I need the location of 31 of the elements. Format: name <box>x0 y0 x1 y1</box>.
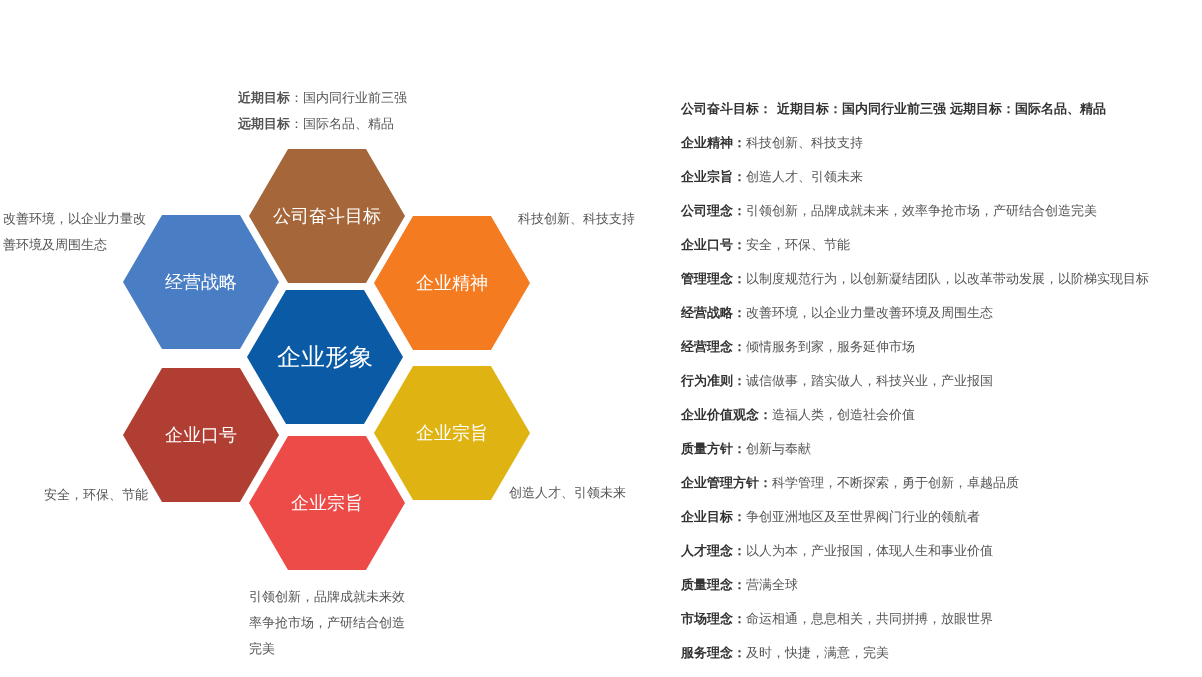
list-item: 经营理念：倾情服务到家，服务延伸市场 <box>681 338 915 356</box>
list-item: 企业宗旨：创造人才、引领未来 <box>681 168 863 186</box>
list-item: 企业目标：争创亚洲地区及至世界阀门行业的领航者 <box>681 508 980 526</box>
list-item: 行为准则：诚信做事，踏实做人，科技兴业，产业报国 <box>681 372 993 390</box>
caption-text: 引领创新，品牌成就未来效率争抢市场，产研结合创造完美 <box>249 588 406 658</box>
hexagon-label: 企业宗旨 <box>290 491 364 515</box>
list-item: 企业口号：安全，环保、节能 <box>681 236 850 254</box>
hexagon-label: 公司奋斗目标 <box>272 204 382 228</box>
caption-text: 近期目标：国内同行业前三强 <box>238 89 408 107</box>
caption-text: 改善环境，以企业力量改善环境及周围生态 <box>3 210 147 254</box>
list-item: 人才理念：以人为本，产业报国，体现人生和事业价值 <box>681 542 993 560</box>
list-item: 经营战略：改善环境，以企业力量改善环境及周围生态 <box>681 304 993 322</box>
list-item: 企业精神：科技创新、科技支持 <box>681 134 863 152</box>
hexagon-label: 企业精神 <box>415 271 489 295</box>
list-item: 市场理念：命运相通，息息相关，共同拼搏，放眼世界 <box>681 610 993 628</box>
list-item: 服务理念：及时，快捷，满意，完美 <box>681 644 889 662</box>
caption-text: 科技创新、科技支持 <box>518 210 636 228</box>
list-item: 质量理念：营满全球 <box>681 576 798 594</box>
hexagon-label: 经营战略 <box>164 270 238 294</box>
list-item: 公司理念：引领创新，品牌成就未来，效率争抢市场，产研结合创造完美 <box>681 202 1097 220</box>
list-item: 公司奋斗目标： 近期目标：国内同行业前三强 远期目标：国际名品、精品 <box>681 100 1107 118</box>
list-item: 企业价值观念：造福人类，创造社会价值 <box>681 406 915 424</box>
caption-text: 远期目标：国际名品、精品 <box>238 115 395 133</box>
hexagon-label: 企业形象 <box>276 345 374 369</box>
list-item: 企业管理方针：科学管理，不断探索，勇于创新，卓越品质 <box>681 474 1019 492</box>
caption-text: 安全，环保、节能 <box>43 486 148 504</box>
hexagon-label: 企业口号 <box>164 423 238 447</box>
list-item: 质量方针：创新与奉献 <box>681 440 811 458</box>
list-item: 管理理念：以制度规范行为，以创新凝结团队，以改革带动发展，以阶梯实现目标 <box>681 270 1149 288</box>
caption-text: 创造人才、引领未来 <box>509 484 627 502</box>
hexagon-label: 企业宗旨 <box>415 421 489 445</box>
